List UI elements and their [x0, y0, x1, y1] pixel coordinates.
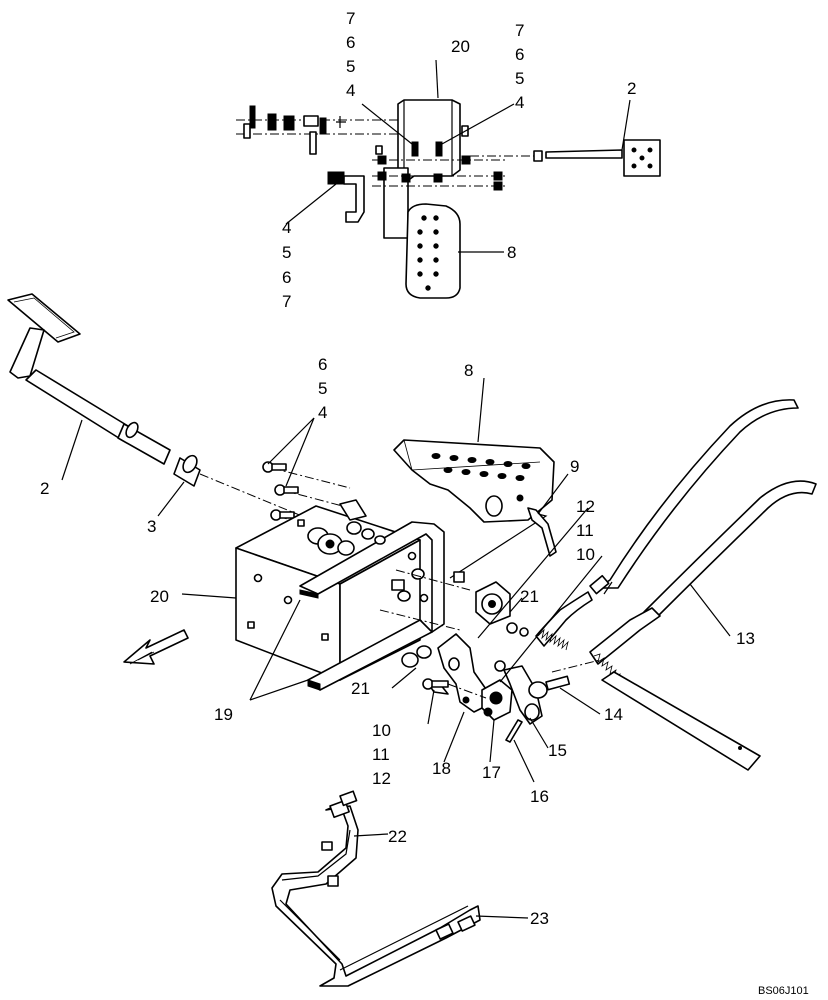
label-bracket-edge: 19	[214, 705, 233, 724]
label-pedal-plate: 8	[464, 361, 473, 380]
clevis	[494, 660, 571, 725]
upper-hardware-mid	[372, 125, 508, 191]
label-hw-right-12: 12	[576, 497, 595, 516]
upper-view	[236, 59, 661, 299]
label-bushing: 3	[147, 517, 156, 536]
label-bracket: 20	[150, 587, 169, 606]
label-bolt-4: 4	[318, 403, 327, 422]
main-bracket	[235, 505, 445, 691]
pivot	[481, 679, 513, 721]
label-cable: 13	[736, 629, 755, 648]
direction-arrow-icon	[123, 629, 189, 665]
label-upper-bottom-5: 5	[282, 243, 291, 262]
left-bolt	[422, 678, 487, 699]
label-upper-left-7: 7	[346, 9, 355, 28]
label-bolt-6: 6	[318, 355, 327, 374]
label-pivot: 17	[482, 763, 501, 782]
upper-pedal-plate	[405, 203, 461, 299]
label-pin: 15	[548, 741, 567, 760]
label-pedal: 2	[40, 479, 49, 498]
label-hw-left-10: 10	[372, 721, 391, 740]
label-tube: 23	[530, 909, 549, 928]
upper-hardware-left	[236, 105, 398, 155]
lever	[401, 633, 489, 713]
label-upper-bracket: 20	[451, 37, 470, 56]
pedal-plate	[393, 439, 555, 523]
label-washer-right: 21	[520, 587, 539, 606]
lower-view	[7, 293, 817, 783]
lower-labels: 2 3 6 5 4 8 9 12 11 10 20 21 13 21 19 14…	[40, 355, 755, 928]
label-upper-right-6: 6	[515, 45, 524, 64]
label-bolt-5: 5	[318, 379, 327, 398]
cables	[535, 399, 817, 771]
label-hw-right-11: 11	[576, 521, 594, 540]
label-hw-left-11: 11	[372, 745, 390, 764]
label-upper-right-7: 7	[515, 21, 524, 40]
label-clevis: 14	[604, 705, 623, 724]
pivot-body	[475, 581, 529, 637]
label-spring: 9	[570, 457, 579, 476]
upper-pedal	[470, 139, 661, 177]
upper-lever	[327, 171, 365, 223]
tube-assembly	[271, 790, 529, 987]
label-upper-right-4: 4	[515, 93, 524, 112]
reference-code: BS06J101	[758, 985, 809, 997]
pivot-hardware	[307, 499, 471, 631]
label-upper-left-6: 6	[346, 33, 355, 52]
bushing	[173, 454, 201, 487]
label-upper-plate: 8	[507, 243, 516, 262]
spring	[449, 507, 557, 583]
upper-labels: 7 6 5 4 7 6 5 4 20 2 4 5 6 7 8	[282, 9, 636, 311]
cotter-pin	[505, 719, 523, 743]
pedal-arm	[7, 293, 171, 465]
label-lever: 18	[432, 759, 451, 778]
label-upper-bottom-4: 4	[282, 218, 291, 237]
label-upper-right-5: 5	[515, 69, 524, 88]
label-upper-left-5: 5	[346, 57, 355, 76]
label-fitting: 22	[388, 827, 407, 846]
label-hw-left-12: 12	[372, 769, 391, 788]
label-upper-pedal: 2	[627, 79, 636, 98]
label-cotter-pin: 16	[530, 787, 549, 806]
label-hw-right-10: 10	[576, 545, 595, 564]
label-washer-left: 21	[351, 679, 370, 698]
label-upper-left-4: 4	[346, 81, 355, 100]
label-upper-bottom-7: 7	[282, 292, 291, 311]
upper-plate-holes	[417, 215, 439, 291]
label-upper-bottom-6: 6	[282, 268, 291, 287]
